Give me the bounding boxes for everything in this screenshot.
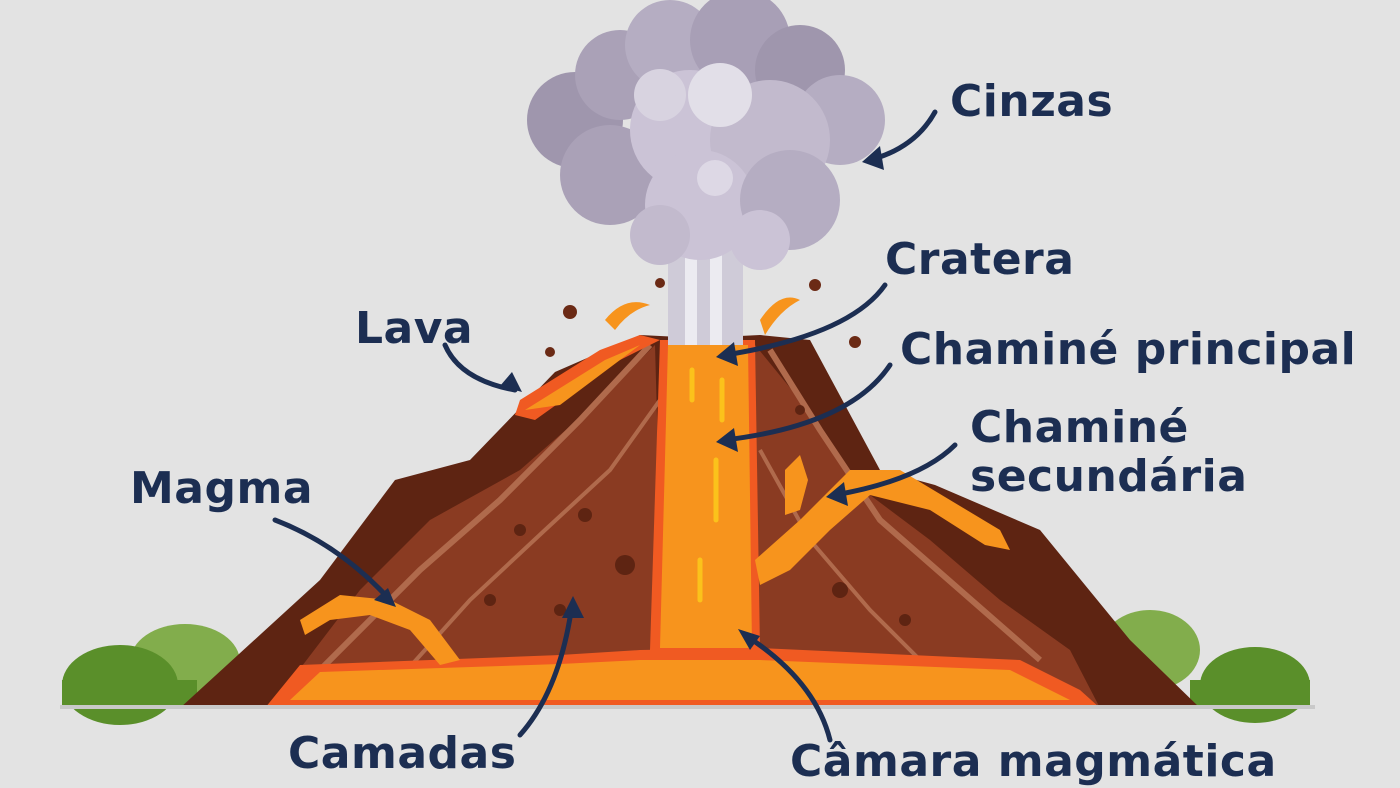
rock-layer (755, 345, 1100, 708)
label-lava: Lava (355, 303, 474, 354)
main-vent-inner (660, 345, 752, 648)
bush-icon (62, 624, 240, 725)
arrow-icon (742, 632, 833, 743)
label-main-vent: Chaminé principal (900, 324, 1357, 375)
rock-stripe (767, 348, 1042, 663)
arrow-icon (272, 517, 393, 603)
label-crater: Cratera (885, 234, 1075, 285)
label-magma-chamber: Câmara magmática (790, 736, 1277, 787)
arrowheads (374, 146, 884, 650)
label-magma: Magma (130, 463, 314, 514)
arrow-icon (442, 342, 518, 393)
rock-stripe (378, 398, 662, 702)
arrow-icon (517, 602, 575, 738)
lava-flow (525, 345, 640, 410)
lava-streaks (689, 367, 725, 603)
arrow-icon (832, 442, 958, 498)
secondary-vent-shape (755, 470, 1010, 585)
label-layers: Camadas (288, 728, 517, 779)
arrow-icon (722, 362, 893, 443)
lava-bombs (545, 278, 861, 357)
magma-chamber-inner (290, 660, 1070, 700)
ground-line (60, 705, 1315, 709)
label-secondary-vent-line2: secundária (970, 451, 1248, 502)
secondary-vent-branch (785, 455, 808, 515)
ash-cloud-icon (527, 0, 885, 270)
label-ash: Cinzas (950, 76, 1114, 127)
magma-branch (300, 595, 460, 665)
steam-highlight (710, 230, 722, 345)
rock-spots (484, 405, 911, 626)
label-secondary-vent-line1: Chaminé (970, 402, 1189, 453)
arrow-icon (722, 282, 888, 358)
